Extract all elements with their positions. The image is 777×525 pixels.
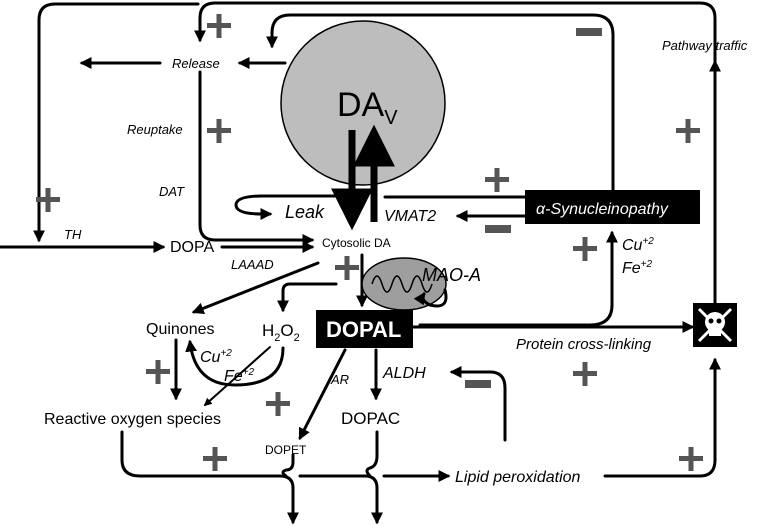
- metals-left-fe-label: Fe+2: [224, 367, 255, 385]
- synucleinopathy-label: α-Synucleinopathy: [536, 201, 669, 218]
- edge-metals-loop: [185, 339, 285, 387]
- vesicle-label: DAV: [337, 86, 398, 129]
- metals-right-fe-label: Fe+2: [622, 259, 653, 277]
- minus-icon: [465, 380, 491, 388]
- edge-dopac-down: [365, 430, 379, 478]
- edge-lipid-inhibits-aldh: [449, 366, 507, 442]
- plus-icon: [207, 14, 231, 38]
- minus-icon: [576, 28, 602, 36]
- dopal-label: DOPAL: [326, 317, 401, 342]
- mao-a-label: MAO-A: [422, 265, 481, 285]
- edge-lipid-to-death: [603, 357, 721, 478]
- h2o2-label: H2O2: [262, 321, 300, 344]
- plus-icon: [146, 360, 170, 384]
- dat-label: DAT: [159, 184, 185, 199]
- minus-icon: [485, 225, 511, 233]
- plus-icon: [203, 447, 227, 471]
- synucleinopathy-box: [525, 190, 700, 224]
- protein-crosslinking-label: Protein cross-linking: [516, 336, 652, 353]
- edge-dopal-to-dopet: [298, 348, 347, 441]
- metals-left-label: Cu+2: [200, 348, 232, 366]
- lipid-peroxidation-label: Lipid peroxidation: [455, 469, 581, 486]
- dopac-label: DOPAC: [341, 409, 400, 428]
- edge-leak: [234, 194, 342, 220]
- ar-label: AR: [330, 372, 349, 387]
- laaad-label: LAAAD: [231, 257, 274, 272]
- mitochondrion-cristae: [371, 275, 433, 293]
- dopet-label: DOPET: [265, 443, 307, 457]
- plus-icon: [207, 119, 231, 143]
- edge-to-h2o2: [277, 282, 338, 313]
- release-label: Release: [172, 56, 220, 71]
- pathway-traffic-label: Pathway traffic: [662, 38, 748, 53]
- edge-ros-to-lipid: [120, 430, 282, 478]
- dopa-label: DOPA: [170, 239, 214, 256]
- edge-synuclein-inhibits-vesicle: [266, 13, 615, 199]
- edge-mao-loop: [413, 288, 448, 308]
- plus-icon: [36, 188, 60, 212]
- plus-icon: [679, 447, 703, 471]
- vmat2-label: VMAT2: [384, 208, 436, 225]
- quinones-label: Quinones: [146, 321, 215, 338]
- plus-icon: [573, 237, 597, 261]
- edge-lipid-hop-1: [278, 474, 299, 525]
- plus-icon: [676, 119, 700, 143]
- aldh-label: ALDH: [382, 365, 426, 382]
- plus-icon: [266, 392, 290, 416]
- plus-icon: [573, 362, 597, 386]
- reuptake-label: Reuptake: [127, 122, 183, 137]
- plus-icon: [335, 256, 359, 280]
- edge-outer-left-to-th: [33, 2, 200, 243]
- edge-cytosolic-to-quinones: [191, 261, 320, 315]
- vesicle: [280, 20, 446, 186]
- skull-crossbones-icon: [693, 303, 737, 347]
- edge-reuptake-to-cytosolic: [198, 70, 315, 246]
- edge-dopet-down: [281, 453, 295, 478]
- edge-h2o2-to-ros: [203, 346, 271, 407]
- cytosolic-da-label: Cytosolic DA: [322, 236, 391, 250]
- plus-icon: [485, 168, 509, 192]
- ros-label: Reactive oxygen species: [44, 411, 221, 428]
- leak-label: Leak: [285, 202, 325, 222]
- edge-to-synucleinopathy: [418, 230, 618, 327]
- edge-lipid-hop-2: [363, 474, 383, 525]
- edge-outer-loop-to-release: [194, 1, 717, 312]
- dopal-box: [316, 310, 413, 348]
- th-label: TH: [64, 227, 82, 242]
- metals-right-label: Cu+2: [622, 236, 654, 254]
